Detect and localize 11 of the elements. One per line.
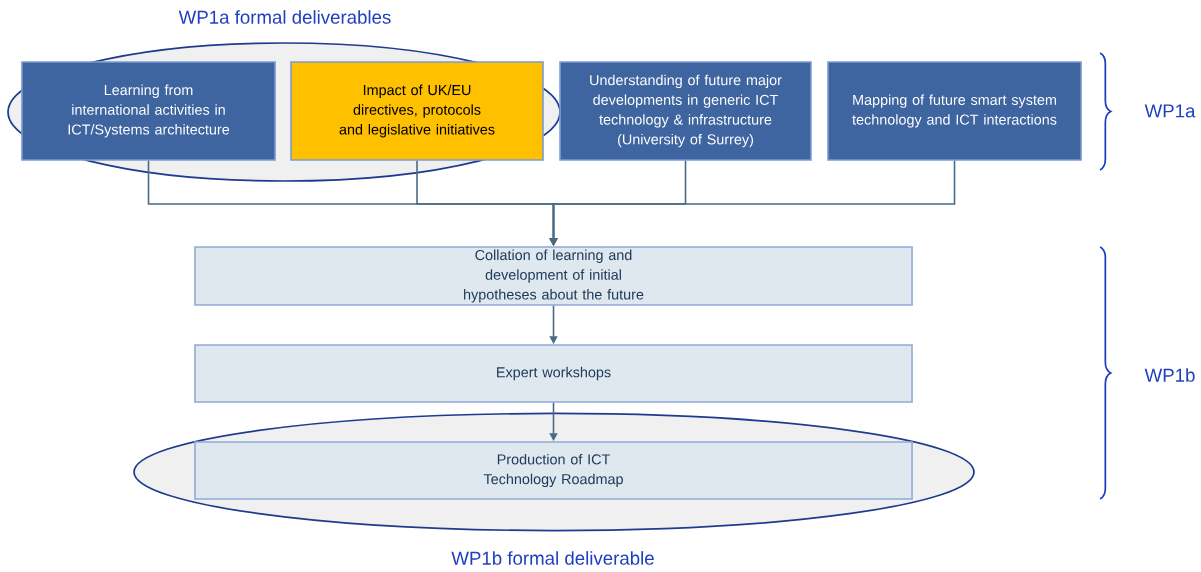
brace-label: WP1b <box>1144 368 1195 382</box>
node-label: WP1a formal deliverables <box>178 10 391 24</box>
process-box: Understanding of future major developments in generic ICT technology & infrastructure (University of Surrey) <box>559 61 812 161</box>
process-box: Production of ICT Technology Roadmap <box>194 441 913 500</box>
process-box: Collation of learning and development of initial hypotheses about the future <box>194 246 913 306</box>
process-box: Impact of UK/EU directives, protocols and legislative initiatives <box>290 61 544 161</box>
process-box: Mapping of future smart system technology and ICT interactions <box>827 61 1082 161</box>
process-box: Learning from international activities in ICT/Systems architecture <box>21 61 276 161</box>
node-label: WP1b formal deliverable <box>451 551 654 565</box>
process-box: Expert workshops <box>194 344 913 403</box>
brace-label: WP1a <box>1144 104 1196 118</box>
